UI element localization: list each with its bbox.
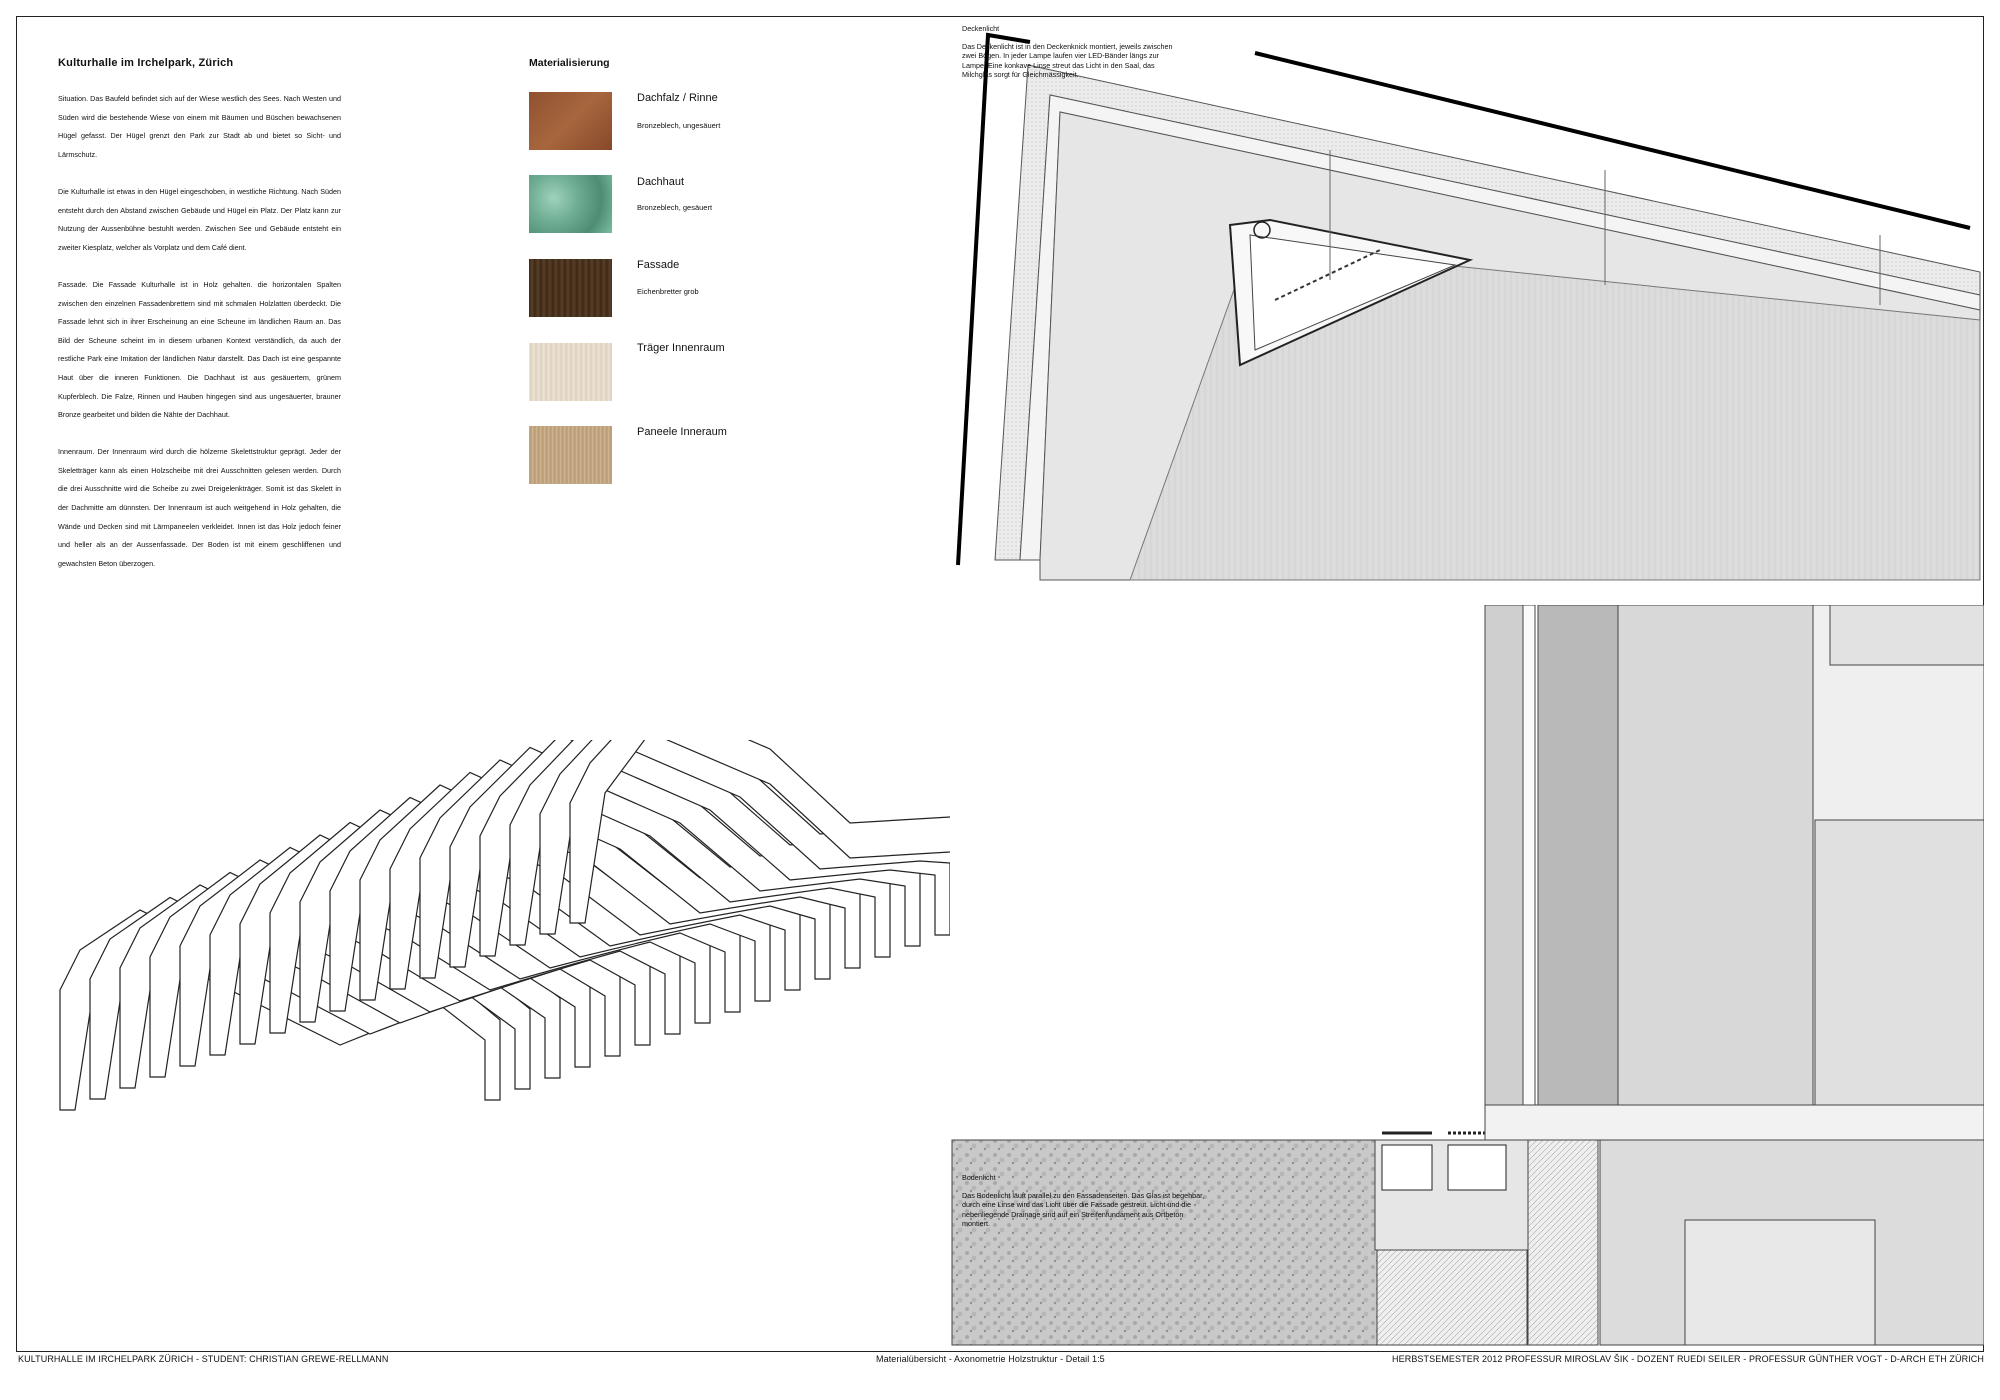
material-name: Dachfalz / Rinne	[637, 92, 718, 104]
ceiling-light-title: Deckenlicht	[962, 24, 1000, 33]
material-name: Dachhaut	[637, 176, 685, 188]
footer-course: HERBSTSEMESTER 2012 PROFESSUR MIROSLAV Š…	[1392, 1354, 1984, 1364]
materials-heading: Materialisierung	[529, 57, 610, 69]
floor-light-title: Bodenlicht	[962, 1173, 996, 1182]
axonometric-wood-structure	[59, 740, 950, 1111]
project-title: Kulturhalle im Irchelpark, Zürich	[58, 57, 234, 69]
swatch-traeger	[529, 343, 612, 401]
footer-project: KULTURHALLE IM IRCHELPARK ZÜRICH - STUDE…	[18, 1354, 389, 1364]
material-sub: Bronzeblech, ungesäuert	[637, 121, 721, 130]
material-name: Fassade	[637, 259, 680, 271]
paragraph-interior: Innenraum. Der Innenraum wird durch die …	[58, 447, 341, 568]
material-name: Träger Innenraum	[637, 342, 725, 354]
material-sub: Bronzeblech, gesäuert	[637, 203, 713, 212]
swatch-paneele	[529, 426, 612, 484]
swatch-dachhaut	[529, 175, 612, 233]
swatch-fassade	[529, 259, 612, 317]
floor-light-text: Das Bodenlicht läuft parallel zu den Fas…	[962, 1190, 1205, 1229]
structure-rib	[569, 740, 950, 924]
paragraph-facade: Fassade. Die Fassade Kulturhalle ist in …	[58, 279, 341, 420]
footer-sheet-title: Materialübersicht - Axonometrie Holzstru…	[876, 1354, 1105, 1364]
ceiling-light-note: Deckenlicht Das Deckenlicht ist in den D…	[962, 24, 1182, 80]
ceiling-light-detail	[956, 32, 1981, 581]
description-text: Situation. Das Baufeld befindet sich auf…	[58, 90, 341, 592]
ceiling-light-text: Das Deckenlicht ist in den Deckenknick m…	[962, 41, 1173, 80]
floor-light-note: Bodenlicht Das Bodenlicht läuft parallel…	[962, 1173, 1212, 1229]
floor-light-detail	[951, 605, 1984, 1346]
paragraph-situation: Situation. Das Baufeld befindet sich auf…	[58, 94, 341, 159]
swatch-dachfalz	[529, 92, 612, 150]
paragraph-building: Die Kulturhalle ist etwas in den Hügel e…	[58, 186, 341, 252]
material-sub: Eichenbretter grob	[637, 287, 699, 296]
material-name: Paneele Inneraum	[637, 426, 727, 438]
